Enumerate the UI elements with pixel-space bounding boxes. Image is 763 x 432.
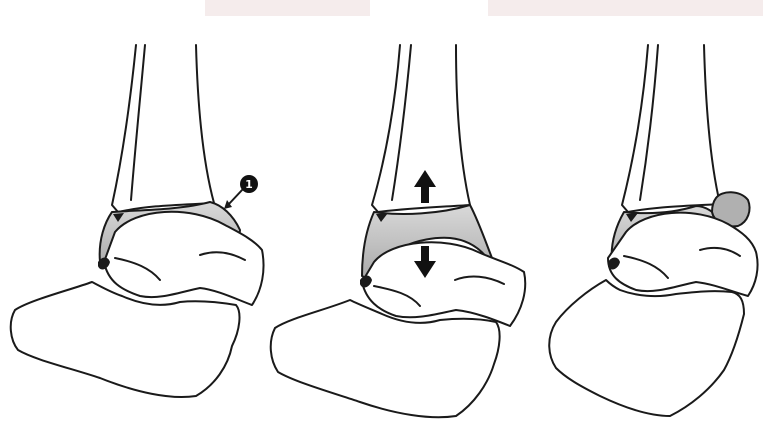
panel-2 <box>271 45 526 417</box>
tibia-panel-1 <box>112 45 214 212</box>
calcaneus-panel-3 <box>549 280 744 416</box>
calcaneus-panel-2 <box>271 300 500 417</box>
callout-label: 1 <box>245 178 253 191</box>
calcaneus-panel-1 <box>11 282 240 397</box>
tibia-panel-3 <box>622 45 720 212</box>
talus-panel-2 <box>362 242 525 326</box>
numbered-callout-icon: 1 <box>240 175 258 193</box>
callout-leader-panel-1 <box>228 189 243 205</box>
panel-1 <box>11 45 264 397</box>
panel-3 <box>549 45 757 416</box>
